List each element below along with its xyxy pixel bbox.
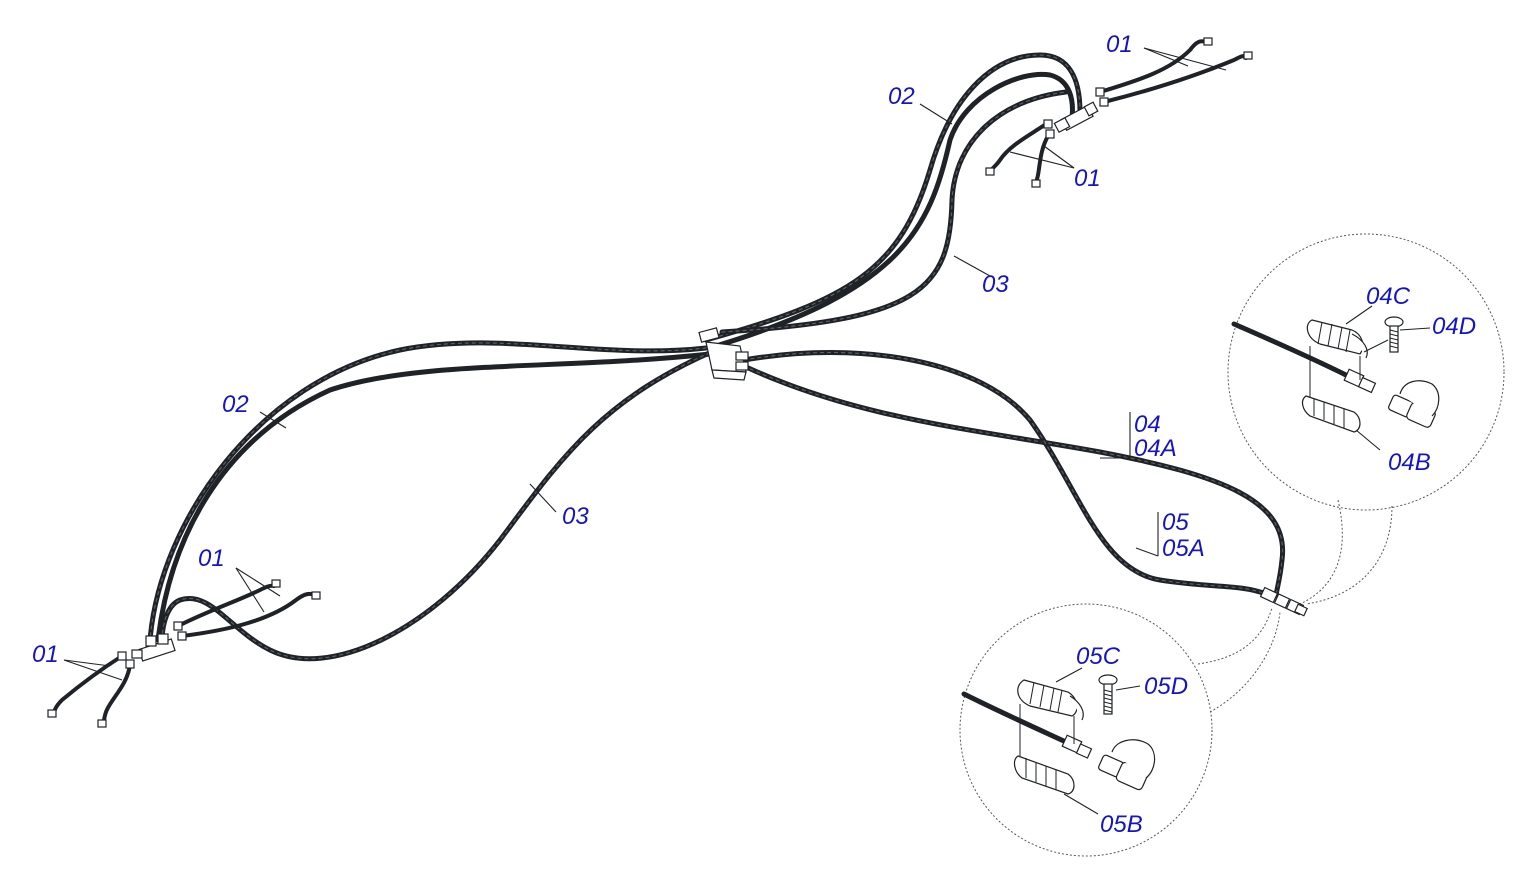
left-valve-block — [131, 633, 176, 662]
screw-04d — [1384, 316, 1404, 353]
detail-05-hose-end — [961, 691, 1093, 759]
screw-05d — [1098, 674, 1118, 715]
callout-01-left-upper: 01 — [198, 545, 225, 572]
hose-02-left — [147, 340, 709, 643]
callout-04d: 04D — [1432, 313, 1476, 340]
callout-02-left: 02 — [222, 391, 249, 418]
leader-lines — [63, 47, 1431, 815]
callout-03-top: 03 — [982, 271, 1009, 298]
hose-01-top-right — [1095, 37, 1253, 107]
detail-view-05 — [959, 603, 1281, 857]
detail-05-guides — [1019, 704, 1075, 756]
coupler-04 — [1388, 380, 1440, 428]
callout-04c: 04C — [1366, 283, 1411, 310]
callout-04: 04 — [1134, 411, 1161, 438]
hose-05 — [741, 350, 1269, 597]
callout-05c: 05C — [1076, 643, 1121, 670]
hose-02-left-b — [155, 351, 713, 643]
hose-03-top — [719, 89, 1069, 335]
callout-04b: 04B — [1388, 449, 1431, 476]
sleeve-04b — [1301, 395, 1361, 433]
callout-01-left-lower: 01 — [32, 641, 59, 668]
top-valve-block — [1053, 101, 1099, 134]
detail-view-04 — [1227, 233, 1505, 605]
quick-coupler-assembly — [1259, 586, 1309, 617]
callout-01-top-right: 01 — [1106, 31, 1133, 58]
detail-04-hose-end — [1231, 321, 1377, 394]
sleeve-04c — [1306, 319, 1368, 359]
callout-05a: 05A — [1162, 535, 1205, 562]
hose-01-top-left — [985, 119, 1055, 188]
sleeve-05c — [1017, 679, 1084, 721]
callout-05d: 05D — [1144, 673, 1188, 700]
callout-03-low: 03 — [562, 503, 589, 530]
callout-02-top: 02 — [888, 83, 915, 110]
sleeve-05b — [1013, 755, 1075, 795]
hose-02-top — [703, 52, 1083, 343]
hose-02-top-b — [713, 71, 1075, 349]
hose-01-left-lower — [47, 651, 135, 728]
coupler-05 — [1098, 739, 1156, 791]
manifold-block — [698, 327, 749, 381]
callout-04a: 04A — [1134, 435, 1177, 462]
hose-04 — [741, 363, 1286, 599]
hose-01-left-upper — [173, 579, 321, 641]
callout-05: 05 — [1162, 509, 1189, 536]
callout-05b: 05B — [1100, 811, 1143, 838]
callout-01-top-center: 01 — [1074, 165, 1101, 192]
hose-03-low — [159, 347, 719, 662]
detail-04-guides — [1309, 339, 1389, 398]
